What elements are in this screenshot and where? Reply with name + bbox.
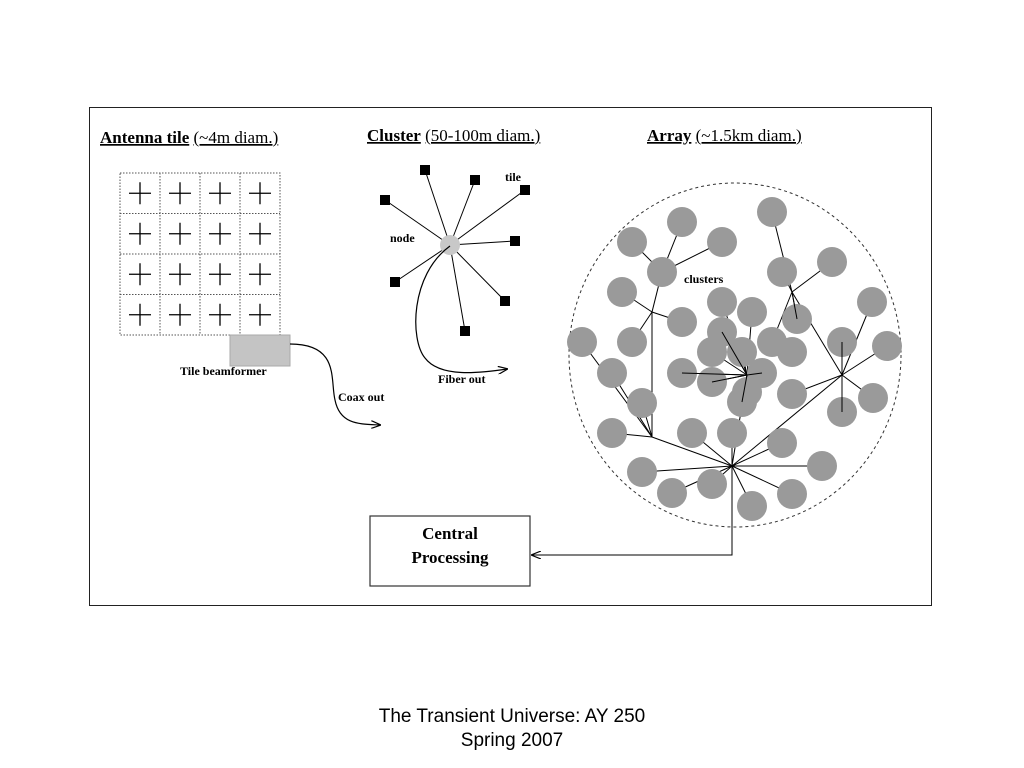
array-spoke xyxy=(746,372,763,376)
tile-square xyxy=(390,277,400,287)
array-link xyxy=(581,341,653,438)
fiber-out-label: Fiber out xyxy=(438,372,485,386)
tile-square xyxy=(510,236,520,246)
tile-link xyxy=(449,244,466,332)
array-link xyxy=(641,465,733,473)
coax-out-label: Coax out xyxy=(338,390,384,404)
cluster-circle xyxy=(872,331,902,361)
cluster-circle xyxy=(617,327,647,357)
array-spoke xyxy=(721,331,748,376)
array-spoke xyxy=(681,372,748,376)
central-processing-line2: Processing xyxy=(411,548,489,567)
caption-line2: Spring 2007 xyxy=(460,730,564,751)
antenna-tile-grid xyxy=(119,172,281,336)
tile-square xyxy=(500,296,510,306)
cluster-circle xyxy=(697,469,727,499)
clusters-label: clusters xyxy=(684,272,724,286)
tile-square xyxy=(380,195,390,205)
cluster-circle xyxy=(597,418,627,448)
array-hub-spokes xyxy=(681,291,843,412)
caption-line1: The Transient Universe: AY 250 xyxy=(378,706,646,727)
tile-label: tile xyxy=(505,170,522,184)
cluster-circle xyxy=(667,207,697,237)
array-spoke xyxy=(711,374,748,383)
central-processing-box xyxy=(369,515,531,587)
cluster-circle xyxy=(737,491,767,521)
array-clusters xyxy=(567,197,902,521)
cluster-circle xyxy=(857,287,887,317)
cluster-circle xyxy=(697,337,727,367)
dipole-icon xyxy=(169,263,191,286)
cluster-circle xyxy=(767,428,797,458)
cluster-circle xyxy=(677,418,707,448)
cluster-circle xyxy=(777,379,807,409)
tile-beamformer-label: Tile beamformer xyxy=(180,364,267,378)
cluster-heading: Cluster (50-100m diam.) xyxy=(367,126,540,145)
cluster-star xyxy=(380,165,530,336)
dipole-icon xyxy=(249,263,271,286)
tile-link xyxy=(449,244,506,302)
cluster-circle xyxy=(757,197,787,227)
tile-square xyxy=(420,165,430,175)
cluster-circle xyxy=(717,418,747,448)
cluster-circle xyxy=(767,257,797,287)
cluster-circle xyxy=(667,307,697,337)
tile-link xyxy=(424,169,451,246)
cluster-circle xyxy=(858,383,888,413)
array-to-processing-arrow xyxy=(532,466,733,555)
dipole-icon xyxy=(209,182,231,205)
cluster-circle xyxy=(607,277,637,307)
cluster-circle xyxy=(737,297,767,327)
tile-link xyxy=(449,179,476,246)
cluster-circle xyxy=(617,227,647,257)
cluster-circle xyxy=(777,337,807,367)
cluster-circle xyxy=(627,388,657,418)
cluster-circle xyxy=(627,457,657,487)
dipole-icon xyxy=(129,182,151,205)
array-link xyxy=(651,436,733,467)
dipole-icon xyxy=(169,222,191,245)
tile-beamformer-box xyxy=(229,334,291,367)
cluster-circle xyxy=(657,478,687,508)
cluster-circle xyxy=(817,247,847,277)
fiber-cable xyxy=(415,245,507,373)
tile-heading: Antenna tile (~4m diam.) xyxy=(100,128,278,147)
dipole-icon xyxy=(129,263,151,286)
tile-link xyxy=(384,199,451,246)
dipole-icon xyxy=(129,303,151,326)
central-processing-line1: Central xyxy=(422,524,478,543)
tile-square xyxy=(520,185,530,195)
cluster-circle xyxy=(777,479,807,509)
tile-link xyxy=(449,189,526,246)
node-label: node xyxy=(390,231,415,245)
dipole-icon xyxy=(169,182,191,205)
dipole-icon xyxy=(209,222,231,245)
array-spoke xyxy=(741,374,748,403)
dipole-icon xyxy=(249,303,271,326)
dipole-icon xyxy=(249,182,271,205)
array-boundary xyxy=(568,182,902,528)
tile-link xyxy=(449,240,516,246)
cluster-circle xyxy=(807,451,837,481)
cluster-circle xyxy=(727,337,757,367)
dipole-icon xyxy=(169,303,191,326)
dipole-icon xyxy=(209,303,231,326)
cluster-circle xyxy=(707,287,737,317)
array-link xyxy=(731,374,843,467)
array-spoke xyxy=(791,291,798,320)
dipole-icon xyxy=(249,222,271,245)
tile-square xyxy=(470,175,480,185)
coax-cable xyxy=(289,343,380,425)
cluster-circle xyxy=(647,257,677,287)
cluster-circle xyxy=(567,327,597,357)
cluster-circle xyxy=(597,358,627,388)
tile-link xyxy=(394,244,451,283)
array-heading: Array (~1.5km diam.) xyxy=(647,126,802,145)
cluster-circle xyxy=(707,227,737,257)
dipole-icon xyxy=(209,263,231,286)
dipole-icon xyxy=(129,222,151,245)
tile-square xyxy=(460,326,470,336)
